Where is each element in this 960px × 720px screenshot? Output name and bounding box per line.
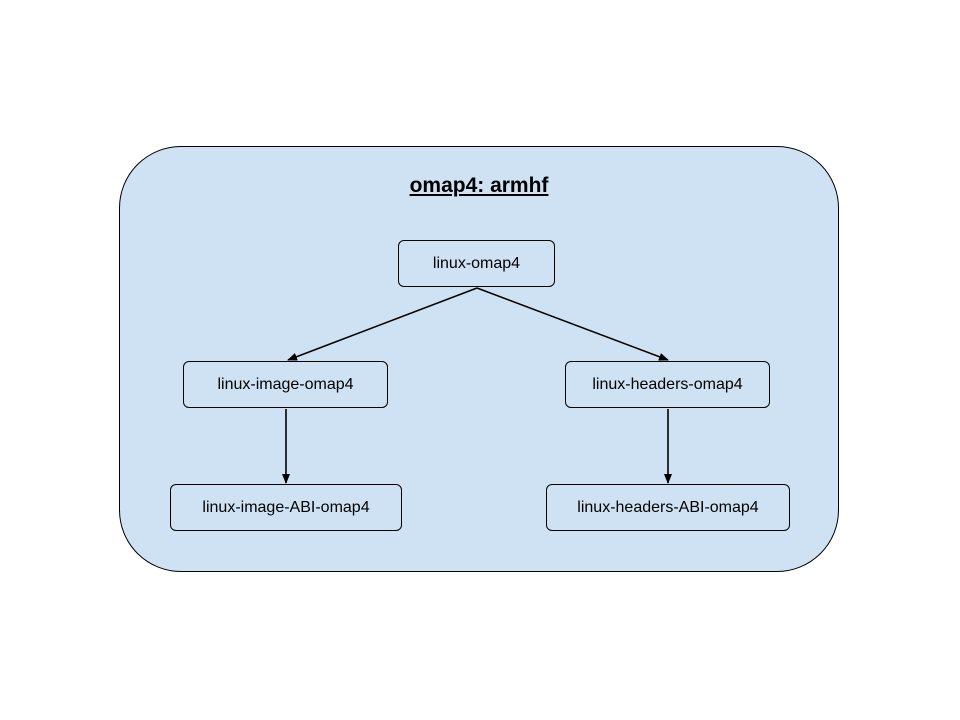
node-linux-omap4: linux-omap4 xyxy=(398,240,555,287)
node-linux-image-abi-omap4: linux-image-ABI-omap4 xyxy=(170,484,402,531)
group-title: omap4: armhf xyxy=(409,174,549,197)
node-linux-headers-abi-omap4: linux-headers-ABI-omap4 xyxy=(546,484,790,531)
node-linux-headers-omap4: linux-headers-omap4 xyxy=(565,361,770,408)
node-linux-image-omap4: linux-image-omap4 xyxy=(183,361,388,408)
